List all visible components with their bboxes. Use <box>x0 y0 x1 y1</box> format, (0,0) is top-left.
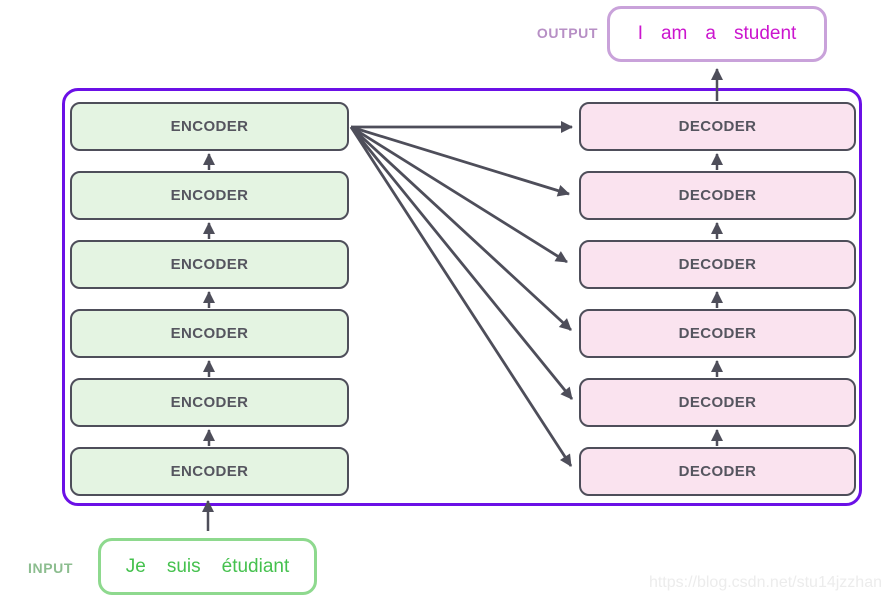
decoder-box-4: DECODER <box>579 309 856 358</box>
decoder-box-2: DECODER <box>579 171 856 220</box>
watermark-url: https://blog.csdn.net/stu14jzzhan <box>648 574 882 591</box>
encoder-box-5: ENCODER <box>70 378 349 427</box>
encoder-box-3: ENCODER <box>70 240 349 289</box>
input-sentence-box: Je suis étudiant <box>98 538 317 595</box>
input-word: étudiant <box>221 555 290 577</box>
encoder-box-bottom: ENCODER <box>70 447 349 496</box>
decoder-box-top: DECODER <box>579 102 856 151</box>
input-word: Je <box>125 555 146 577</box>
output-word: am <box>660 23 688 44</box>
encoder-box-top: ENCODER <box>70 102 349 151</box>
input-word: suis <box>166 555 201 577</box>
output-word: a <box>705 23 716 44</box>
output-word: I <box>637 23 643 44</box>
output-label: OUTPUT <box>536 25 598 41</box>
decoder-box-5: DECODER <box>579 378 856 427</box>
decoder-box-bottom: DECODER <box>579 447 856 496</box>
output-word: student <box>733 23 797 44</box>
encoder-box-4: ENCODER <box>70 309 349 358</box>
input-label: INPUT <box>28 560 73 576</box>
encoder-box-2: ENCODER <box>70 171 349 220</box>
output-sentence-box: I am a student <box>607 6 827 62</box>
decoder-box-3: DECODER <box>579 240 856 289</box>
